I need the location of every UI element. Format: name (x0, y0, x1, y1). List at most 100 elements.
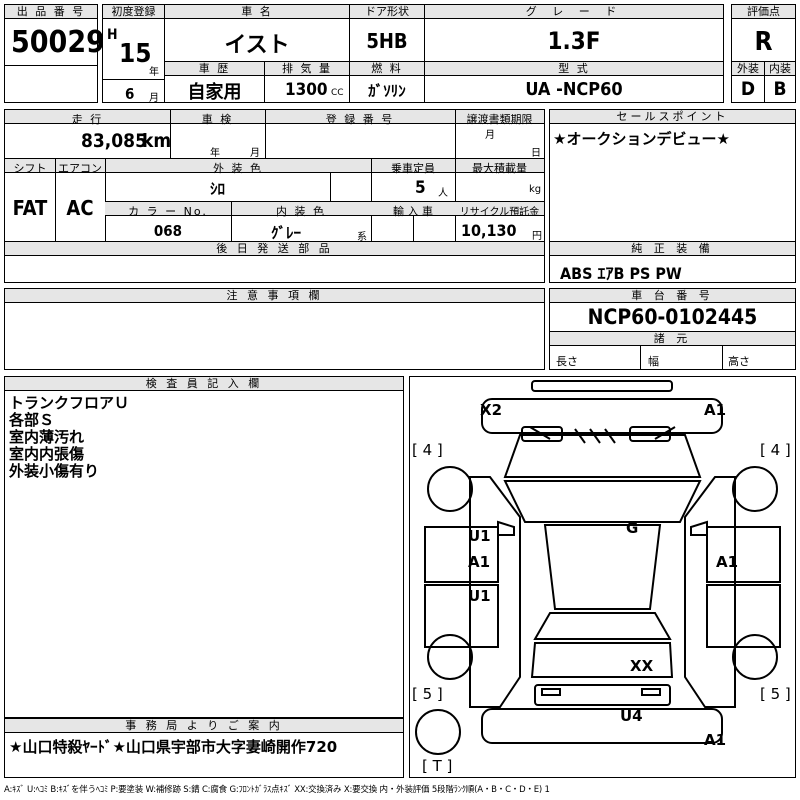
interior-color: ｸﾞﾚｰ (270, 224, 301, 242)
first-reg-box: 初度登録 H 15 年 6 月 (102, 4, 165, 104)
intcolor-label: 内 装 色 (276, 205, 326, 218)
model-label: 型 式 (425, 62, 723, 76)
mark-u1-left-front: U1 (468, 527, 491, 545)
mileage-label: 走 行 (71, 113, 104, 126)
score-label: 評価点 (732, 5, 795, 19)
divider (5, 158, 544, 159)
inspection-label: 車 検 (201, 113, 234, 126)
car-name-label: 車 名 (165, 5, 349, 19)
displacement-label: 排 気 量 (265, 62, 349, 76)
intcolor-unit: 系 (357, 232, 367, 243)
mark-a1-right: A1 (716, 553, 739, 571)
divider (330, 173, 331, 201)
divider (5, 65, 97, 66)
equipment-box: 純 正 装 備 ABS ｴｱB PS PW (549, 241, 796, 283)
score: R (754, 27, 773, 57)
divider (105, 159, 106, 241)
color-label: 外 装 色 (213, 162, 263, 175)
inspector-box: 検 査 員 記 入 欄 トランクフロアＵ 各部Ｓ 室内薄汚れ 室内内張傷 外装小… (4, 376, 404, 718)
divider (371, 159, 372, 241)
office-box: 事 務 局 よ り ご 案 内 ★山口特殺ﾔｰﾄﾞ★山口県宇部市大字妻崎開作72… (4, 718, 404, 778)
fuel-label: 燃 料 (350, 62, 424, 76)
tire-front-right: [ 4 ] (760, 441, 791, 459)
load-label: 最大積載量 (472, 162, 527, 175)
capacity: 5 (415, 178, 426, 198)
office-text: ★山口特殺ﾔｰﾄﾞ★山口県宇部市大字妻崎開作720 (9, 738, 338, 756)
exterior-label: 外装 (732, 62, 764, 76)
mark-a1-rear: A1 (704, 731, 727, 749)
mileage-unit: km (142, 130, 172, 152)
model: UA -NCP60 (525, 79, 623, 100)
ac: AC (66, 196, 94, 220)
spec-header-bar-2 (5, 159, 544, 173)
recycle-fee: 10,130 (461, 221, 517, 240)
interior-label: 内装 (765, 62, 795, 76)
height-label: 高さ (728, 355, 750, 368)
transfer-label: 譲渡書類期限 (466, 113, 533, 126)
spare-tire: [ T ] (422, 757, 453, 775)
notice-box: 注 意 事 項 欄 (4, 288, 545, 370)
spec-header-bar-3 (105, 202, 544, 216)
spec-header-bar (5, 110, 544, 124)
divider (455, 159, 456, 241)
mark-g: G (626, 519, 639, 537)
equipment-text: ABS ｴｱB PS PW (560, 264, 682, 283)
inspector-line: 室内薄汚れ (9, 428, 85, 446)
transfer-day: 日 (531, 148, 541, 159)
legend: A:ｷｽﾞ U:ﾍｺﾐ B:ｷｽﾞを伴うﾍｺﾐ P:要塗装 W:補修跡 S:錆 … (4, 785, 550, 795)
model-box: 型 式 UA -NCP60 (424, 61, 724, 103)
displacement-box: 排 気 量 1300 CC (264, 61, 350, 103)
shift: FAT (12, 196, 48, 220)
displacement-unit: CC (331, 88, 344, 98)
office-label: 事 務 局 よ り ご 案 内 (5, 719, 403, 733)
door-label: ドア形状 (350, 5, 424, 19)
lot-number: 50029 (11, 25, 105, 60)
import-label: 輸 入 車 (393, 205, 433, 218)
inspection-year: 年 (210, 148, 220, 159)
inspection-month: 月 (250, 148, 260, 159)
inspector-line: 各部Ｓ (9, 411, 55, 429)
exterior-color: ｼﾛ (209, 180, 225, 198)
inspector-line: 外装小傷有り (9, 462, 100, 480)
divider (105, 201, 544, 202)
car-diagram-box: X2 A1 U1 A1 U1 G A1 XX U4 A1 [ 4 ] [ 4 ]… (409, 376, 796, 778)
divider (455, 110, 456, 158)
lot-box: 出 品 番 号 50029 (4, 4, 105, 103)
car-name: イスト (224, 33, 290, 58)
history-box: 車 歴 自家用 (164, 61, 265, 103)
later-label: 後 日 発 送 部 品 (5, 242, 544, 256)
sales-text: ★オークションデビュー★ (553, 130, 730, 148)
tire-rear-right: [ 5 ] (760, 685, 791, 703)
recycle-label: リサイクル預託金 (459, 207, 540, 218)
grade: 1.3F (547, 27, 601, 55)
notice-label: 注 意 事 項 欄 (5, 289, 544, 303)
load-unit: kg (529, 184, 542, 195)
colorno-label: カ ラ ー No. (128, 205, 208, 218)
dims-label: 諸 元 (550, 332, 795, 346)
score-box: 評価点 R (731, 4, 796, 62)
fuel: ｶﾞｿﾘﾝ (368, 82, 406, 100)
car-name-box: 車 名 イスト (164, 4, 350, 62)
shift-label: シフト (13, 162, 47, 175)
sales-label: セールスポイント (550, 110, 795, 124)
inspector-label: 検 査 員 記 入 欄 (5, 377, 403, 391)
exterior-grade: D (740, 78, 756, 100)
grade-box: グ レ ー ド 1.3F (424, 4, 724, 62)
divider (170, 110, 171, 158)
recycle-unit: 円 (532, 231, 542, 242)
lot-label: 出 品 番 号 (5, 5, 97, 19)
divider (55, 159, 56, 241)
mileage: 83,085 (81, 130, 147, 152)
mark-a1-front: A1 (704, 401, 727, 419)
year-unit: 年 (149, 67, 159, 78)
divider (722, 346, 723, 370)
door-type: 5HB (366, 29, 408, 53)
interior-grade: B (773, 78, 787, 100)
history: 自家用 (187, 82, 242, 103)
mark-xx: XX (630, 657, 654, 675)
reg-year: 15 (119, 39, 152, 69)
month-unit: 月 (149, 93, 159, 104)
history-label: 車 歴 (165, 62, 264, 76)
mark-u4: U4 (620, 707, 643, 725)
exterior-box: 外装 D (731, 61, 765, 103)
